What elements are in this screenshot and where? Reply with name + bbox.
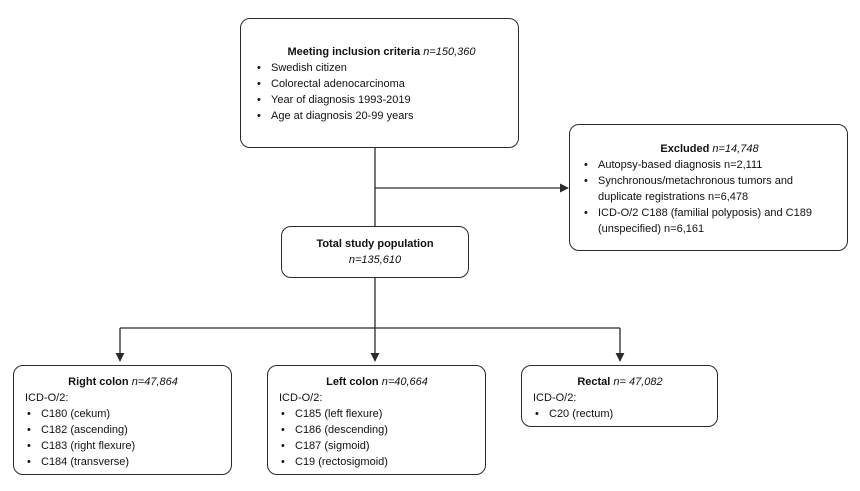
list-item: C183 (right flexure) (25, 438, 221, 454)
right-colon-box: Right colon n=47,864 ICD-O/2: C180 (ceku… (13, 365, 232, 475)
list-item: Swedish citizen (255, 60, 508, 76)
rectal-list: C20 (rectum) (533, 406, 707, 422)
list-item: Colorectal adenocarcinoma (255, 76, 508, 92)
excluded-box: Excluded n=14,748 Autopsy-based diagnosi… (569, 124, 848, 251)
excluded-list: Autopsy-based diagnosis n=2,111 Synchron… (582, 157, 837, 237)
excluded-count: n=14,748 (712, 143, 759, 155)
inclusion-title-row: Meeting inclusion criteria n=150,360 (255, 44, 508, 60)
total-title: Total study population (316, 238, 434, 250)
left-colon-code-label: ICD-O/2: (279, 392, 323, 404)
list-item: C184 (transverse) (25, 454, 221, 470)
list-item: Autopsy-based diagnosis n=2,111 (582, 157, 837, 173)
excluded-title: Excluded (660, 143, 710, 155)
list-item: C180 (cekum) (25, 406, 221, 422)
list-item: C185 (left flexure) (279, 406, 475, 422)
left-colon-title-row: Left colon n=40,664 (279, 374, 475, 390)
rectal-title-row: Rectal n= 47,082 (533, 374, 707, 390)
inclusion-title: Meeting inclusion criteria (287, 46, 421, 58)
inclusion-criteria-box: Meeting inclusion criteria n=150,360 Swe… (240, 18, 519, 148)
rectal-title: Rectal (577, 376, 611, 388)
total-count: n=135,610 (348, 254, 402, 266)
list-item: Age at diagnosis 20-99 years (255, 108, 508, 124)
inclusion-list: Swedish citizen Colorectal adenocarcinom… (255, 60, 508, 124)
left-colon-list: C185 (left flexure) C186 (descending) C1… (279, 406, 475, 470)
list-item: ICD-O/2 C188 (familial polyposis) and C1… (582, 205, 837, 237)
left-colon-box: Left colon n=40,664 ICD-O/2: C185 (left … (267, 365, 486, 475)
right-colon-list: C180 (cekum) C182 (ascending) C183 (righ… (25, 406, 221, 470)
rectal-count: n= 47,082 (613, 376, 663, 388)
left-colon-title: Left colon (326, 376, 379, 388)
list-item: Year of diagnosis 1993-2019 (255, 92, 508, 108)
list-item: C186 (descending) (279, 422, 475, 438)
left-colon-count: n=40,664 (381, 376, 428, 388)
list-item: Synchronous/metachronous tumors and dupl… (582, 173, 837, 205)
list-item: C20 (rectum) (533, 406, 707, 422)
list-item: C187 (sigmoid) (279, 438, 475, 454)
rectal-code-label: ICD-O/2: (533, 392, 577, 404)
inclusion-count: n=150,360 (423, 46, 476, 58)
excluded-title-row: Excluded n=14,748 (582, 141, 837, 157)
right-colon-title: Right colon (68, 376, 129, 388)
rectal-box: Rectal n= 47,082 ICD-O/2: C20 (rectum) (521, 365, 718, 427)
right-colon-count: n=47,864 (131, 376, 178, 388)
list-item: C19 (rectosigmoid) (279, 454, 475, 470)
total-population-box: Total study population n=135,610 (281, 226, 469, 278)
list-item: C182 (ascending) (25, 422, 221, 438)
right-colon-code-label: ICD-O/2: (25, 392, 69, 404)
right-colon-title-row: Right colon n=47,864 (25, 374, 221, 390)
